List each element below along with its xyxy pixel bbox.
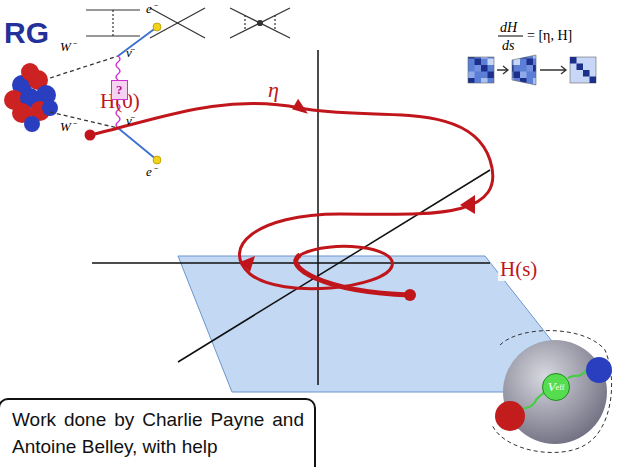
nucleus-sphere bbox=[492, 331, 612, 453]
credit-box: Work done by Charlie Payne and Antoine B… bbox=[0, 398, 316, 467]
boson-label: W⁻ bbox=[60, 120, 75, 134]
electron-label: e⁻ bbox=[146, 165, 156, 179]
node-text: eff bbox=[556, 383, 565, 392]
feynman-diagrams bbox=[86, 8, 290, 38]
decay-lines bbox=[50, 23, 161, 164]
title: RG bbox=[4, 16, 49, 49]
unknown-box: ? bbox=[111, 80, 128, 100]
boson-label: W⁻ bbox=[60, 40, 75, 54]
state-label: H(s) bbox=[498, 258, 539, 281]
equation-part: dH bbox=[500, 20, 517, 35]
neutrino-label: ν̄ bbox=[126, 46, 132, 60]
nucleus bbox=[4, 63, 58, 132]
neutrino-label: ν̄ bbox=[126, 114, 132, 128]
node-text: Work done by Charlie Payne and Antoine B… bbox=[12, 409, 304, 457]
equation-part: ds bbox=[502, 38, 514, 53]
equation-part: = [η, H] bbox=[527, 28, 572, 43]
fraction-bar bbox=[498, 36, 523, 37]
node-text: V bbox=[548, 379, 556, 395]
node-text: ? bbox=[116, 82, 123, 97]
generator-label: η bbox=[268, 78, 279, 102]
flow-curve bbox=[85, 99, 493, 301]
electron-label: e⁻ bbox=[146, 2, 156, 16]
matrix-icons bbox=[468, 55, 596, 85]
